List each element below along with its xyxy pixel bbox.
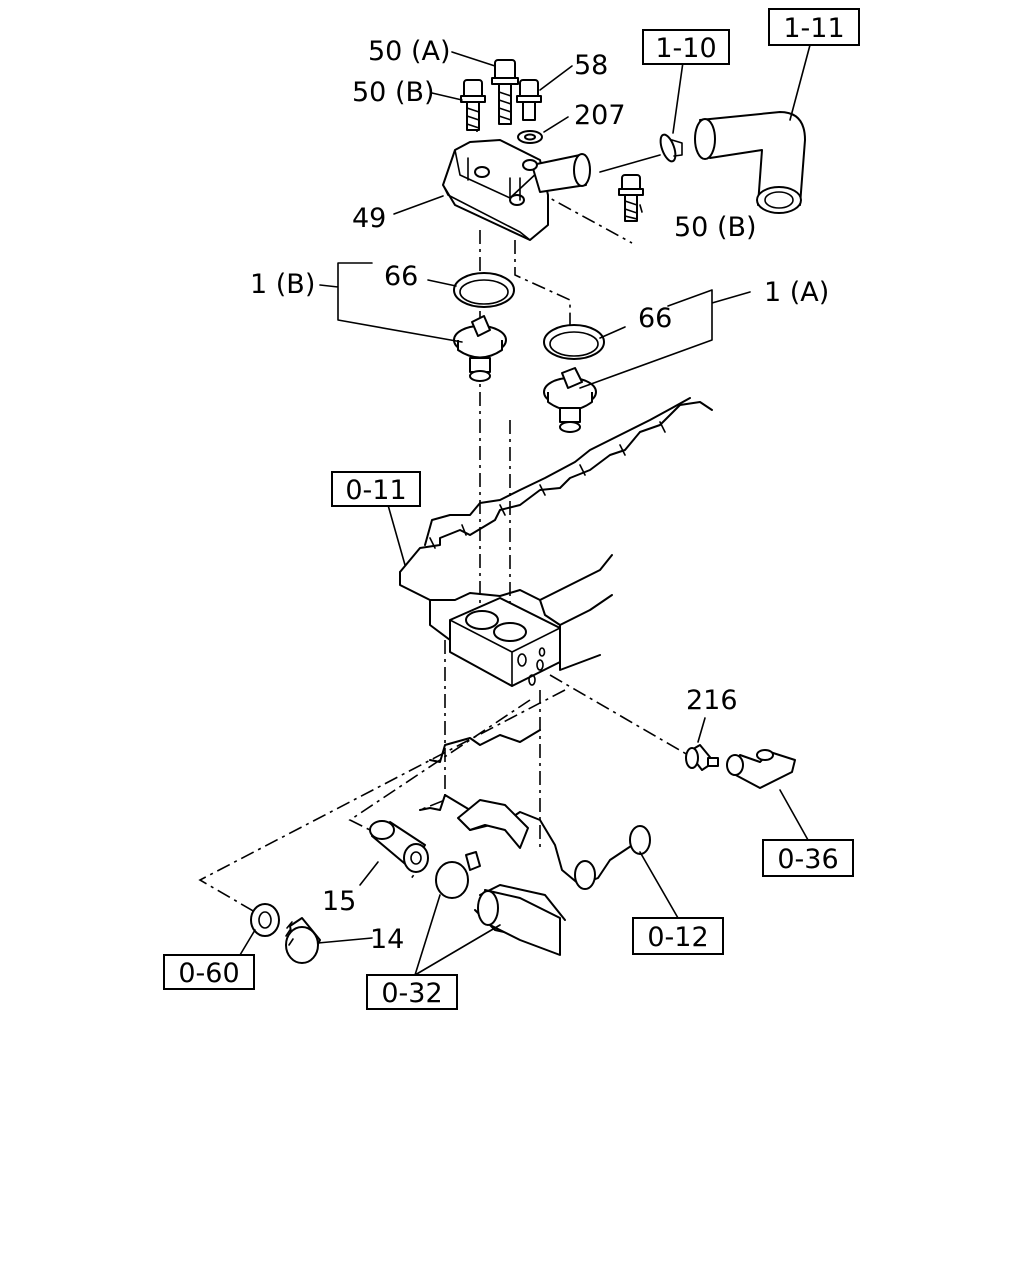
ref-box-1-11: 1-11 — [768, 8, 860, 46]
svg-text:0-60: 0-60 — [178, 958, 239, 989]
svg-text:1-10: 1-10 — [655, 33, 716, 64]
radiator-hose — [694, 111, 806, 214]
hose-clamp — [659, 133, 683, 163]
ref-box-0-60: 0-60 — [163, 954, 255, 990]
svg-text:0-11: 0-11 — [345, 475, 406, 506]
svg-text:0-36: 0-36 — [777, 844, 838, 875]
bolt-50b-top — [460, 79, 486, 131]
washer-207 — [517, 130, 543, 144]
thermostat-seat-block — [449, 597, 561, 687]
coolant-hose-0-36 — [726, 749, 796, 789]
svg-text:0-32: 0-32 — [381, 978, 442, 1009]
ref-box-0-11: 0-11 — [331, 471, 421, 507]
thermostat-1a — [543, 367, 597, 433]
callout-50b-right: 50 (B) — [674, 212, 757, 243]
reference-boxes: 1-10 1-11 0-11 0-36 0-12 0-60 0-32 — [163, 8, 860, 1010]
ref-box-0-32: 0-32 — [366, 974, 458, 1010]
callout-14: 14 — [370, 924, 404, 955]
callout-15: 15 — [322, 886, 356, 917]
callout-labels: 50 (A) 50 (B) 58 207 49 50 (B) 66 1 (B) … — [250, 36, 829, 955]
ref-box-0-36: 0-36 — [762, 839, 854, 877]
callout-66-right: 66 — [638, 303, 672, 334]
drain-plug-14 — [285, 917, 321, 964]
ref-box-0-12: 0-12 — [632, 917, 724, 955]
assembly-center-lines — [198, 110, 689, 913]
callout-207: 207 — [574, 100, 626, 131]
callout-50b-top: 50 (B) — [352, 77, 435, 108]
sleeve-15 — [369, 820, 429, 873]
svg-text:0-12: 0-12 — [647, 922, 708, 953]
callout-1b: 1 (B) — [250, 269, 315, 300]
lower-hose — [477, 889, 561, 956]
callout-66-left: 66 — [384, 261, 418, 292]
bolt-50b-right — [618, 174, 644, 222]
thermostat-1b — [453, 315, 507, 382]
gasket-66-left — [453, 272, 515, 308]
sensor-216 — [685, 744, 719, 771]
gasket-66-right — [543, 324, 605, 360]
ref-box-1-10: 1-10 — [642, 29, 730, 65]
callout-58: 58 — [574, 50, 608, 81]
washer-0-60 — [250, 903, 280, 937]
hose-clamp-lower — [435, 851, 481, 899]
callout-50a: 50 (A) — [368, 36, 450, 67]
callout-49: 49 — [352, 203, 386, 234]
callout-1a: 1 (A) — [764, 277, 829, 308]
svg-text:1-11: 1-11 — [783, 13, 844, 44]
thermostat-housing-49 — [442, 139, 591, 241]
bolt-50a — [491, 59, 519, 125]
bolt-58 — [516, 79, 542, 121]
callout-216: 216 — [686, 685, 738, 716]
